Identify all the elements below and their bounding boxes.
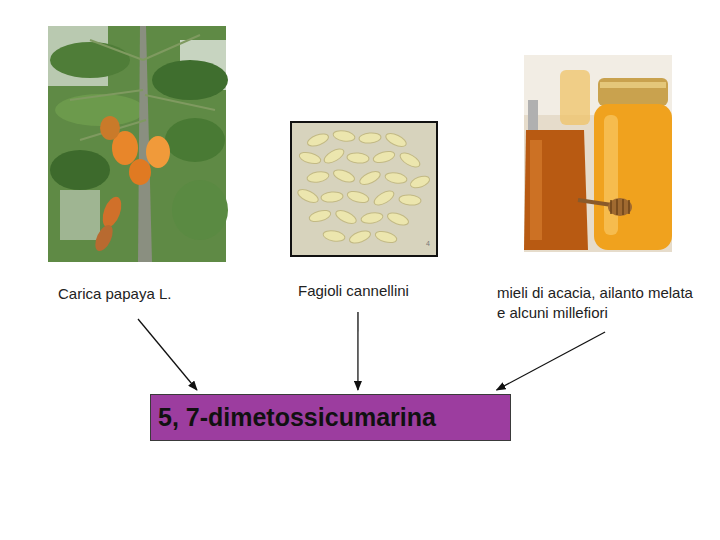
arrow-connector: [497, 332, 606, 390]
photo-caption: mieli di acacia, ailanto melata e alcuni…: [497, 283, 697, 324]
papaya-photo: [48, 26, 228, 262]
compound-name: 5, 7-dimetossicumarina: [158, 395, 436, 440]
arrow-connector: [357, 312, 358, 390]
photo-caption-node: Fagioli cannellini: [290, 121, 440, 304]
photo-number: 4: [426, 240, 430, 247]
photo-caption-node: Carica papaya L.: [48, 26, 228, 307]
beans-photo: [291, 122, 437, 256]
photo-caption: Carica papaya L.: [58, 284, 226, 304]
arrow-connector: [138, 319, 197, 390]
honey-photo: [524, 55, 672, 252]
photo-caption-node: mieli di acacia, ailanto melata e alcuni…: [495, 55, 700, 326]
photo-caption: Fagioli cannellini: [298, 281, 440, 301]
compound-box: 5, 7-dimetossicumarina: [150, 394, 511, 441]
